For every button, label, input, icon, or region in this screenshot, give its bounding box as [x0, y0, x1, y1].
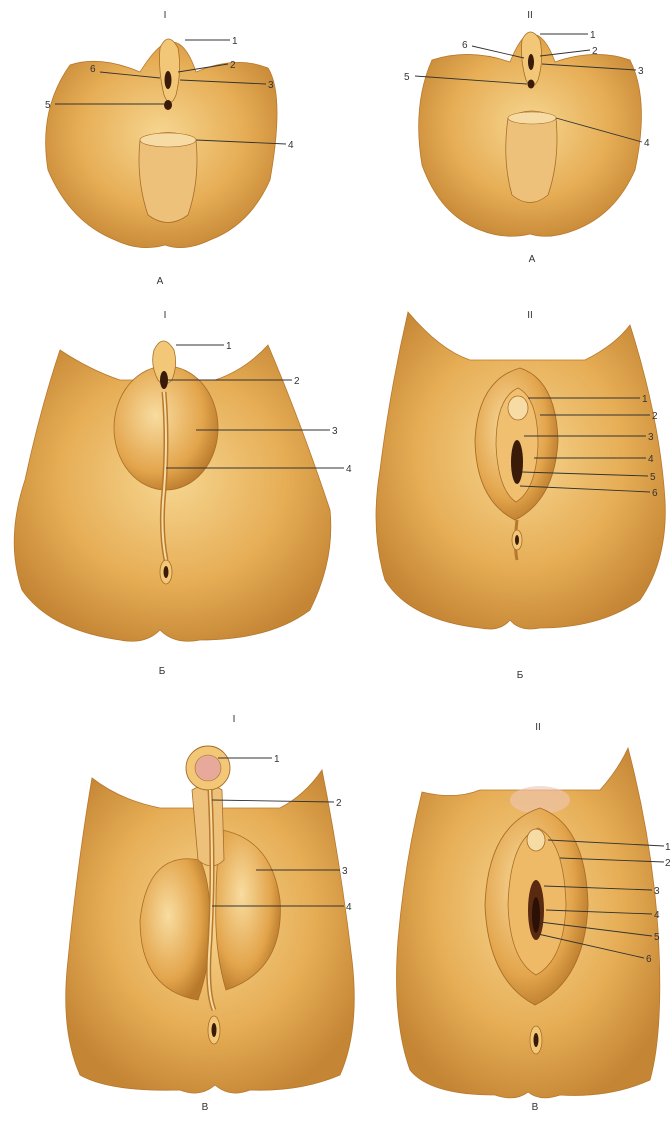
panel-caption: В — [532, 1102, 539, 1113]
panel-numeral: II — [535, 722, 541, 733]
callout-1: 1 — [642, 394, 648, 405]
panel-c2: II 1 2 3 4 5 6 В — [397, 722, 672, 1113]
panel-numeral: I — [164, 10, 167, 21]
tail-stump — [506, 111, 557, 203]
vestibule — [511, 440, 523, 484]
panel-a2: II 1 2 3 4 5 6 А — [404, 10, 650, 265]
anal-opening — [164, 100, 172, 110]
clitoris — [508, 396, 528, 420]
callout-4: 4 — [346, 464, 352, 475]
callout-4: 4 — [654, 910, 660, 921]
callout-5: 5 — [404, 72, 410, 83]
callout-3: 3 — [654, 886, 660, 897]
callout-4: 4 — [648, 454, 654, 465]
callout-5: 5 — [45, 100, 51, 111]
callout-2: 2 — [592, 46, 598, 57]
panel-numeral: II — [527, 10, 533, 21]
panel-caption: Б — [159, 666, 166, 677]
callout-2: 2 — [230, 60, 236, 71]
callout-2: 2 — [652, 411, 658, 422]
panel-caption: А — [529, 254, 536, 265]
panel-b1: I 1 2 3 4 Б — [14, 310, 352, 677]
callout-3: 3 — [332, 426, 338, 437]
callout-3: 3 — [638, 66, 644, 77]
panel-numeral: II — [527, 310, 533, 321]
panel-c1: I 1 2 3 4 В — [66, 714, 355, 1113]
panel-caption: Б — [517, 670, 524, 681]
callout-2: 2 — [665, 858, 671, 869]
panel-caption: В — [202, 1102, 209, 1113]
panel-numeral: I — [233, 714, 236, 725]
panel-b2: II 1 2 3 4 5 6 Б — [376, 310, 665, 681]
callout-1: 1 — [665, 842, 671, 853]
callout-2: 2 — [336, 798, 342, 809]
callout-4: 4 — [346, 902, 352, 913]
callout-6: 6 — [646, 954, 652, 965]
callout-1: 1 — [590, 30, 596, 41]
panel-numeral: I — [164, 310, 167, 321]
callout-6: 6 — [652, 488, 658, 499]
panel-a1: I 1 2 3 4 5 6 А — [45, 10, 294, 287]
callout-6: 6 — [90, 64, 96, 75]
urogenital-slit — [528, 54, 534, 70]
callout-2: 2 — [294, 376, 300, 387]
callout-4: 4 — [288, 140, 294, 151]
anal-opening — [528, 80, 535, 89]
callout-1: 1 — [274, 754, 280, 765]
callout-3: 3 — [648, 432, 654, 443]
callout-6: 6 — [462, 40, 468, 51]
callout-5: 5 — [654, 932, 660, 943]
clitoris — [527, 829, 545, 851]
callout-4: 4 — [644, 138, 650, 149]
panel-caption: А — [157, 276, 164, 287]
callout-3: 3 — [268, 80, 274, 91]
urogenital-slit — [165, 71, 172, 89]
callout-5: 5 — [650, 472, 656, 483]
callout-3: 3 — [342, 866, 348, 877]
callout-1: 1 — [232, 36, 238, 47]
callout-1: 1 — [226, 341, 232, 352]
